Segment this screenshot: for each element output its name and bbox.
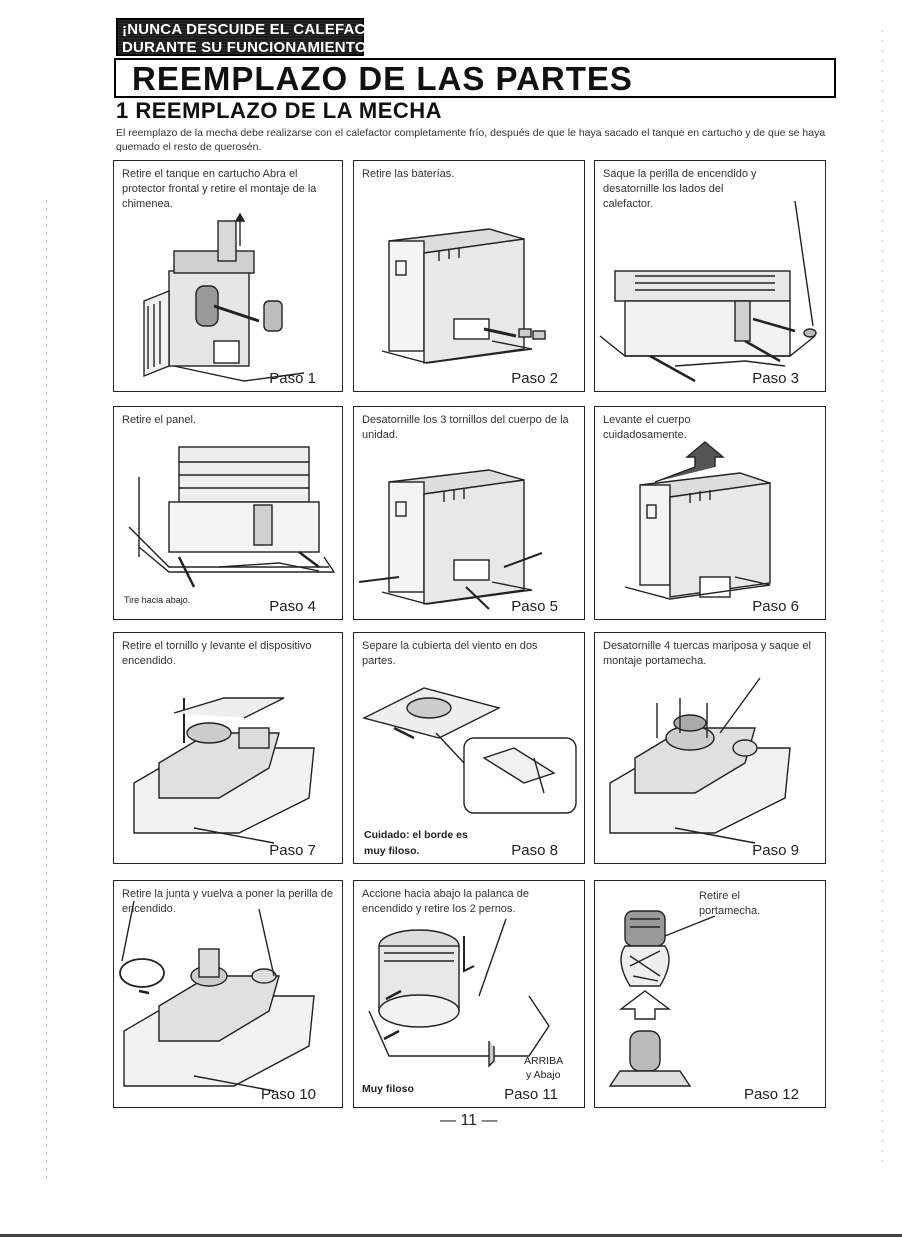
page-title-box: REEMPLAZO DE LAS PARTES — [114, 58, 836, 98]
step-panel-10: Retire la junta y vuelva a poner la peri… — [113, 880, 343, 1108]
step-panel-9: Desatornille 4 tuercas mariposa y saque … — [594, 632, 826, 864]
knob-removal-illustration — [599, 200, 817, 383]
step-1-label: Paso 1 — [269, 370, 316, 387]
step-panel-4: Retire el panel. Tire hacia abajo. Paso … — [113, 406, 343, 620]
step-panel-2: Retire las baterías. Paso 2 — [353, 160, 585, 392]
step-panel-1: Retire el tanque en cartucho Abra el pro… — [113, 160, 343, 392]
step-panel-7: Retire el tornillo y levante el disposit… — [113, 632, 343, 864]
step-11-label: Paso 11 — [504, 1086, 558, 1103]
step-10-text: Retire la junta y vuelva a poner la peri… — [122, 888, 333, 915]
left-margin-marks — [46, 200, 47, 1180]
step-5-text: Desatornille los 3 tornillos del cuerpo … — [362, 414, 569, 441]
step-panel-11: Accione hacia abajo la palanca de encend… — [353, 880, 585, 1108]
wind-cover-illustration — [362, 687, 577, 814]
wick-holder-removal-illustration — [608, 910, 716, 1087]
step-4-label: Paso 4 — [269, 598, 316, 615]
section-title: 1 REEMPLAZO DE LA MECHA — [116, 98, 443, 123]
step-9-label: Paso 9 — [752, 842, 799, 859]
step-6-label: Paso 6 — [752, 598, 799, 615]
step-8-label: Paso 8 — [511, 842, 558, 859]
page-bottom-edge — [0, 1234, 902, 1237]
heater-body-batteries-illustration — [381, 228, 546, 364]
step-panel-8: Separe la cubierta del viento en dos par… — [353, 632, 585, 864]
step-1-text: Retire el tanque en cartucho Abra el pro… — [122, 168, 317, 210]
step-11-text: Accione hacia abajo la palanca de encend… — [362, 888, 529, 915]
step-8-caution-2: muy filoso. — [364, 845, 420, 857]
right-margin-marks — [882, 30, 883, 1170]
step-11-arrow-up: ARRIBA — [524, 1055, 564, 1067]
warning-banner: ¡NUNCA DESCUIDE EL CALEFACTOR DURANTE SU… — [116, 18, 398, 56]
heater-open-illustration — [143, 212, 305, 382]
step-5-label: Paso 5 — [511, 598, 558, 615]
gasket-removal-illustration — [119, 900, 315, 1092]
intro-paragraph: El reemplazo de la mecha debe realizarse… — [116, 127, 826, 153]
step-7-label: Paso 7 — [269, 842, 316, 859]
step-2-text: Retire las baterías. — [362, 168, 455, 180]
step-4-note: Tire hacia abajo. — [124, 595, 191, 605]
step-6-text: Levante el cuerpo cuidadosamente. — [603, 414, 691, 441]
step-11-arrow-down: y Abajo — [526, 1069, 561, 1081]
lift-body-illustration — [624, 441, 771, 600]
step-3-text: Saque la perilla de encendido y desatorn… — [603, 168, 757, 210]
step-panel-6: Levante el cuerpo cuidadosamente. Paso 6 — [594, 406, 826, 620]
step-10-label: Paso 10 — [260, 1086, 316, 1103]
step-panel-12: Retire el portamecha. Paso 12 — [594, 880, 826, 1108]
step-12-label: Paso 12 — [743, 1086, 799, 1103]
step-panel-3: Saque la perilla de encendido y desatorn… — [594, 160, 826, 392]
wick-holder-assembly-illustration — [609, 677, 791, 844]
igniter-removal-illustration — [133, 697, 315, 844]
step-8-caution-1: Cuidado: el borde es — [364, 829, 468, 841]
step-12-text: Retire el portamecha. — [699, 890, 761, 917]
step-3-label: Paso 3 — [752, 370, 799, 387]
unit-screws-illustration — [358, 469, 543, 610]
step-8-text: Separe la cubierta del viento en dos par… — [362, 640, 538, 667]
panel-removal-illustration — [128, 446, 336, 588]
step-2-label: Paso 2 — [511, 370, 558, 387]
step-4-text: Retire el panel. — [122, 414, 196, 426]
warning-line-2: DURANTE SU FUNCIONAMIENTO! — [122, 39, 372, 56]
step-panel-5: Desatornille los 3 tornillos del cuerpo … — [353, 406, 585, 620]
page-number: — 11 — — [440, 1112, 498, 1129]
wick-holder-lever-illustration — [368, 918, 550, 1068]
step-9-text: Desatornille 4 tuercas mariposa y saque … — [603, 640, 811, 667]
page-title: REEMPLAZO DE LAS PARTES — [132, 60, 633, 97]
warning-line-1: ¡NUNCA DESCUIDE EL CALEFACTOR — [122, 21, 398, 38]
step-7-text: Retire el tornillo y levante el disposit… — [122, 640, 312, 667]
step-11-warning: Muy filoso — [362, 1083, 414, 1095]
